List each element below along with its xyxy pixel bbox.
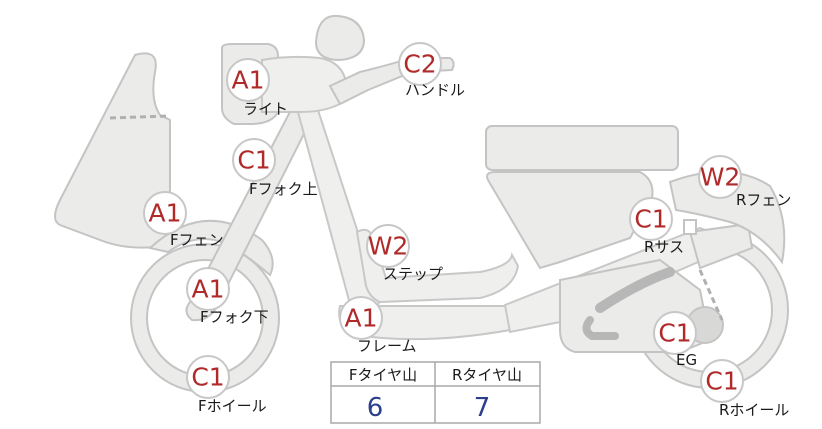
- label-rear-wheel: Rホイール: [719, 401, 789, 419]
- grade-fork-upper: C1: [237, 146, 270, 175]
- label-light: ライト: [243, 100, 288, 118]
- mirror-shape: [314, 14, 366, 62]
- label-front-fender: Fフェン: [170, 231, 224, 249]
- grade-rear-sus: C1: [634, 205, 667, 234]
- table-value-rear-tire: 7: [474, 393, 491, 423]
- grade-front-fender: A1: [148, 199, 181, 228]
- part-frame: A1 フレーム: [339, 296, 417, 355]
- seat-shape: [485, 125, 679, 171]
- label-rear-fender: Rフェン: [736, 191, 791, 209]
- grade-rear-wheel: C1: [705, 367, 738, 396]
- part-handle: C2 ハンドル: [398, 42, 465, 99]
- label-front-wheel: Fホイール: [198, 397, 267, 415]
- part-front-wheel: C1 Fホイール: [186, 355, 267, 415]
- tire-tread-table: Fタイヤ山 Rタイヤ山 6 7: [330, 361, 541, 424]
- grade-front-wheel: C1: [191, 363, 224, 392]
- rear-suspension-shape: [688, 222, 754, 270]
- grade-engine: C1: [658, 319, 691, 348]
- table-header-front-tire: Fタイヤ山: [349, 366, 417, 384]
- part-front-fender: A1 Fフェン: [143, 191, 224, 249]
- label-fork-lower: Fフォク下: [200, 308, 269, 326]
- part-fork-upper: C1 Fフォク上: [232, 138, 318, 198]
- part-engine: C1 EG: [653, 311, 697, 369]
- label-frame: フレーム: [357, 337, 417, 355]
- label-handle: ハンドル: [405, 81, 465, 99]
- label-engine: EG: [676, 351, 697, 369]
- table-value-front-tire: 6: [367, 393, 384, 423]
- grade-light: A1: [231, 66, 264, 95]
- label-step: ステップ: [383, 265, 443, 283]
- table-header-rear-tire: Rタイヤ山: [452, 366, 522, 384]
- part-light: A1 ライト: [226, 58, 288, 118]
- grade-step: W2: [368, 232, 409, 261]
- step-shape: [355, 228, 520, 304]
- part-fork-lower: A1 Fフォク下: [186, 267, 269, 326]
- grade-frame: A1: [344, 304, 377, 333]
- grade-fork-lower: A1: [191, 275, 224, 304]
- part-rear-sus: C1 Rサス: [629, 197, 684, 256]
- part-rear-fender: W2 Rフェン: [698, 155, 791, 209]
- label-fork-upper: Fフォク上: [249, 180, 318, 198]
- grade-rear-fender: W2: [700, 163, 741, 192]
- label-rear-sus: Rサス: [644, 238, 684, 256]
- grade-handle: C2: [403, 50, 436, 79]
- part-step: W2 ステップ: [366, 224, 443, 283]
- part-rear-wheel: C1 Rホイール: [700, 359, 789, 419]
